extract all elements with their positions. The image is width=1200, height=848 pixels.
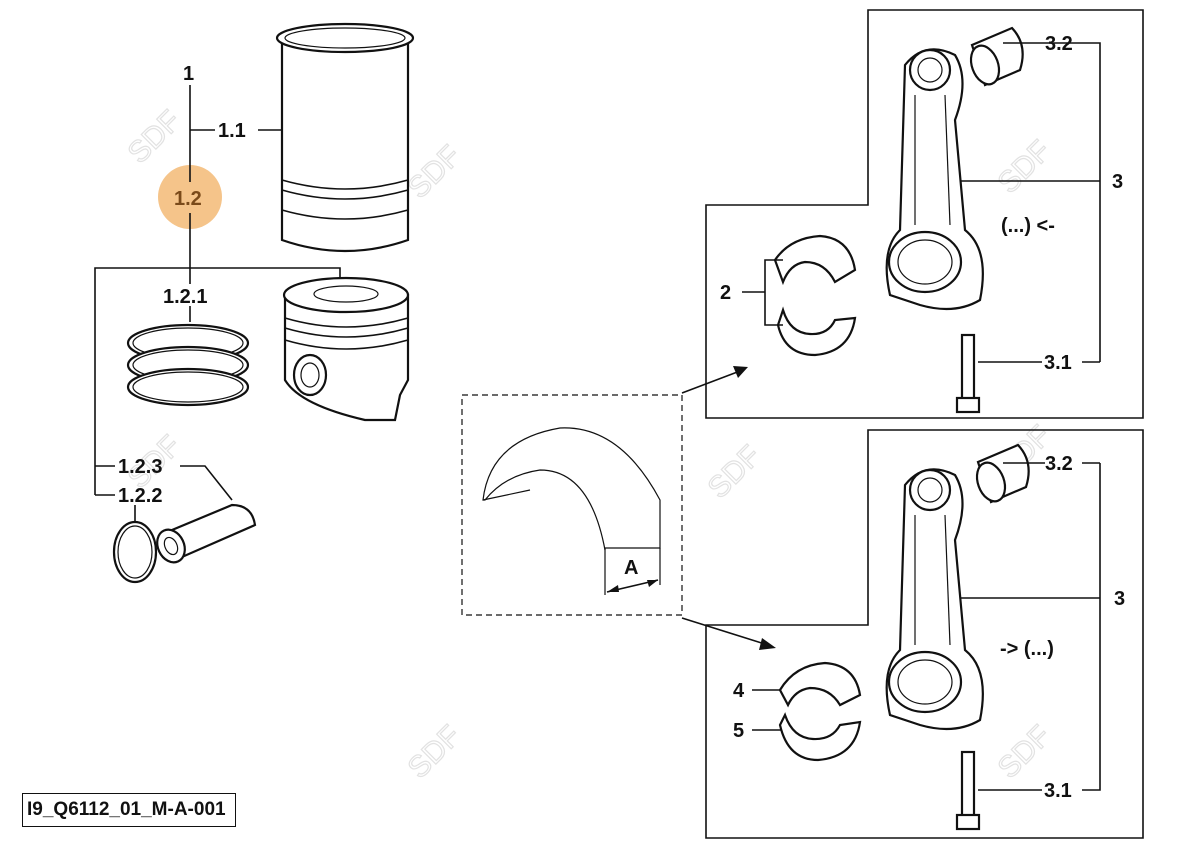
small-end-bushing[interactable] xyxy=(972,443,1030,505)
label-1-2[interactable]: 1.2 xyxy=(174,188,202,210)
detail-arrows xyxy=(681,366,776,650)
highlight-circle[interactable] xyxy=(158,165,222,229)
label-3-2-top[interactable]: 3.2 xyxy=(1045,33,1073,55)
label-2[interactable]: 2 xyxy=(720,282,731,304)
watermark: SDF xyxy=(992,134,1058,200)
label-1-2-2[interactable]: 1.2.2 xyxy=(118,485,162,507)
watermark: SDF xyxy=(992,719,1058,785)
circlip[interactable] xyxy=(112,520,158,584)
label-1-1[interactable]: 1.1 xyxy=(218,120,246,142)
cylinder-liner[interactable] xyxy=(275,22,415,253)
label-3-1-bottom[interactable]: 3.1 xyxy=(1044,780,1072,802)
label-1[interactable]: 1 xyxy=(183,63,194,85)
bearing-detail[interactable]: A xyxy=(461,394,683,616)
bearing-shell-lower-5[interactable] xyxy=(778,712,862,762)
connecting-rod-box-bottom: 3.2 3 3.1 4 5 -> (...) xyxy=(705,429,1144,839)
rod-bolt[interactable] xyxy=(955,750,981,831)
label-1-2-3[interactable]: 1.2.3 xyxy=(118,456,162,478)
connecting-rod[interactable] xyxy=(885,48,984,311)
rod-bolt[interactable] xyxy=(955,333,981,414)
piston-pin[interactable] xyxy=(152,503,257,567)
watermark: SDF xyxy=(122,104,188,170)
dimension-label-a: A xyxy=(624,557,638,579)
piston-rings[interactable] xyxy=(126,323,250,407)
label-3-1-top[interactable]: 3.1 xyxy=(1044,352,1072,374)
label-3-bottom[interactable]: 3 xyxy=(1114,588,1125,610)
label-3-top[interactable]: 3 xyxy=(1112,171,1123,193)
label-5[interactable]: 5 xyxy=(733,720,744,742)
note-top: (...) <- xyxy=(1001,215,1055,237)
watermark: SDF xyxy=(402,719,468,785)
connecting-rod[interactable] xyxy=(885,468,984,731)
drawing-code: I9_Q6112_01_M-A-001 xyxy=(22,793,236,827)
watermark: SDF xyxy=(702,439,768,505)
label-3-2-bottom[interactable]: 3.2 xyxy=(1045,453,1073,475)
label-4[interactable]: 4 xyxy=(733,680,745,702)
bearing-shell-upper-4[interactable] xyxy=(778,661,862,708)
note-bottom: -> (...) xyxy=(1000,638,1054,660)
label-1-2-1[interactable]: 1.2.1 xyxy=(163,286,207,308)
piston[interactable] xyxy=(282,276,410,422)
connecting-rod-box-top: 3.2 3 3.1 2 (...) <- xyxy=(705,9,1144,419)
watermark: SDF xyxy=(402,139,468,205)
small-end-bushing[interactable] xyxy=(966,26,1024,88)
bearing-shells-2[interactable] xyxy=(773,234,857,357)
